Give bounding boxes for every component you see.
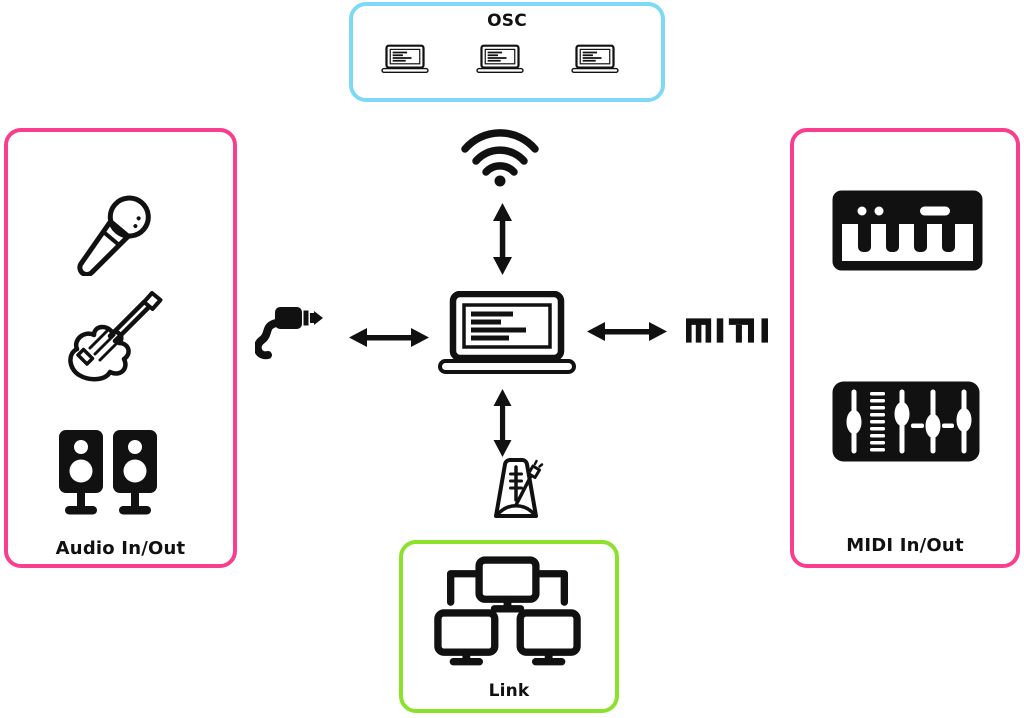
osc-label: OSC xyxy=(487,11,527,31)
speakers-icon xyxy=(57,430,159,516)
audio-jack-icon xyxy=(255,299,323,361)
midi-logo: MIDI xyxy=(686,318,768,343)
horizontal-double-arrow xyxy=(349,323,429,352)
microphone-icon xyxy=(76,182,170,276)
midi-label: MIDI In/Out xyxy=(846,535,964,556)
guitar-icon xyxy=(62,286,168,388)
audio-label: Audio In/Out xyxy=(55,538,186,559)
laptop-icon xyxy=(437,291,577,375)
wifi-icon xyxy=(455,127,545,187)
vertical-double-arrow xyxy=(489,202,516,276)
midi-controller-icon xyxy=(832,381,980,462)
link-label: Link xyxy=(488,681,530,701)
computer-network-icon xyxy=(434,555,581,667)
laptop-icon xyxy=(381,38,429,80)
laptop-icon xyxy=(476,38,524,80)
vertical-double-arrow xyxy=(489,389,516,457)
midi-keyboard-icon xyxy=(832,190,983,271)
metronome-icon xyxy=(485,457,547,521)
horizontal-double-arrow xyxy=(587,317,667,346)
laptop-icon xyxy=(571,38,619,80)
